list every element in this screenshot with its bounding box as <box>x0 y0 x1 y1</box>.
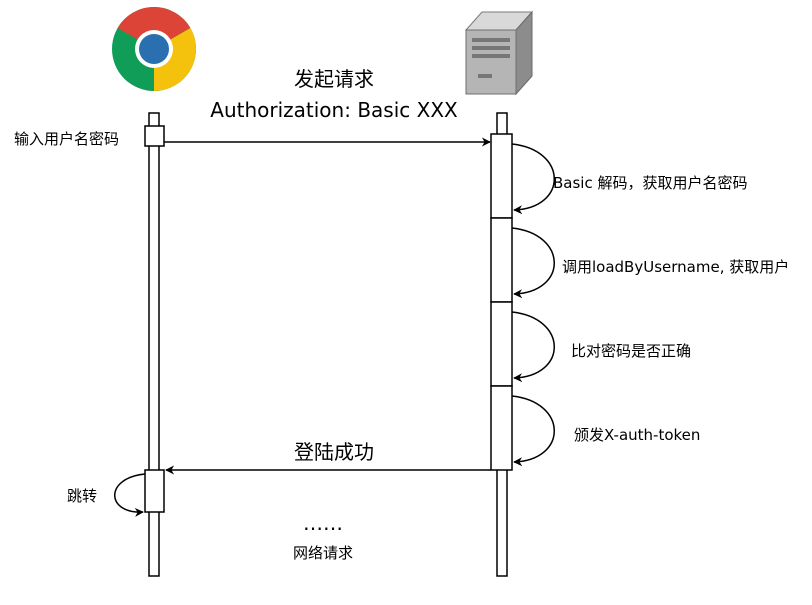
network-label: 网络请求 <box>293 544 353 562</box>
redirect-label: 跳转 <box>67 487 97 505</box>
self-call-arrow-2 <box>511 227 555 299</box>
step-label-3: 比对密码是否正确 <box>571 342 691 360</box>
client-redirect-box <box>144 469 165 513</box>
self-call-arrow-1 <box>511 143 555 215</box>
step-label-2: 调用loadByUsername, 获取用户 <box>562 258 789 276</box>
server-activation-1 <box>490 133 513 219</box>
chrome-browser-icon <box>112 6 197 92</box>
input-label: 输入用户名密码 <box>14 130 119 148</box>
response-title: 登陆成功 <box>294 440 374 464</box>
server-tower-icon <box>464 10 534 96</box>
step-label-4: 颁发X-auth-token <box>574 426 700 444</box>
step-label-1: Basic 解码，获取用户名密码 <box>553 174 747 192</box>
request-title: 发起请求 <box>294 67 374 91</box>
redirect-loop-arrow <box>114 473 146 517</box>
client-input-box <box>144 125 165 147</box>
ellipsis: …… <box>303 511 343 535</box>
server-activation-3 <box>490 301 513 387</box>
client-lifeline <box>148 112 160 577</box>
request-header: Authorization: Basic XXX <box>210 98 458 122</box>
self-call-arrow-3 <box>511 311 555 383</box>
self-call-arrow-4 <box>511 395 555 467</box>
server-activation-4 <box>490 385 513 471</box>
server-activation-2 <box>490 217 513 303</box>
